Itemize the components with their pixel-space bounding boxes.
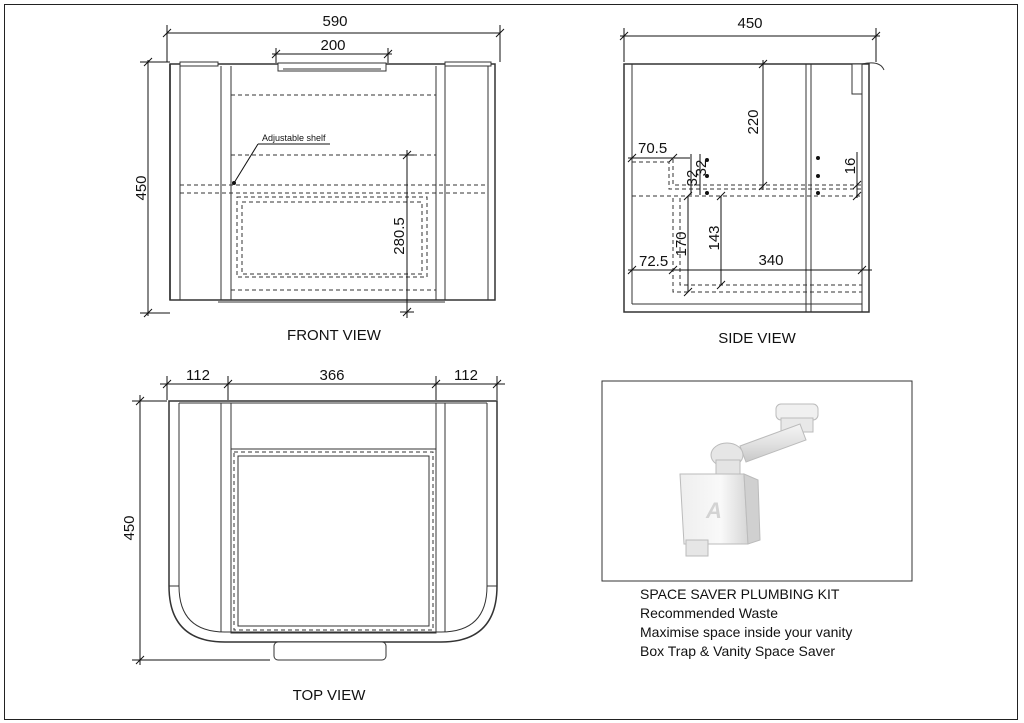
top-depth-dimension (132, 395, 270, 665)
handle-width-dimension (271, 48, 393, 63)
top-center-width-label: 366 (319, 367, 344, 384)
front-view (169, 61, 496, 303)
top-width-dimensions (160, 376, 505, 400)
side-view (623, 62, 885, 313)
lower-height-a-label: 170 (673, 231, 690, 256)
top-view-title: TOP VIEW (293, 687, 367, 704)
front-height-label: 450 (133, 175, 150, 200)
top-left-width-label: 112 (186, 367, 210, 384)
handle-width-label: 200 (320, 37, 345, 54)
front-height-dimension (140, 57, 170, 318)
top-right-width-label: 112 (454, 367, 478, 384)
top-drop-dimension (758, 59, 768, 191)
kit-line-2: Maximise space inside your vanity (640, 624, 852, 640)
shelf-offset-label: 16 (842, 158, 859, 175)
side-depth-dimension (619, 28, 881, 62)
notch-height-dimensions (690, 154, 701, 195)
top-drop-label: 220 (745, 109, 762, 134)
drawer-depth-label: 340 (758, 252, 783, 269)
svg-text:A: A (705, 498, 722, 523)
shelf-annotation: Adjustable shelf (262, 133, 326, 143)
side-depth-label: 450 (737, 15, 762, 32)
front-width-label: 590 (322, 13, 347, 30)
lower-height-b-label: 143 (706, 225, 723, 250)
top-depth-label: 450 (121, 515, 138, 540)
notch-width-dimension (627, 153, 690, 163)
bottom-offset-label: 72.5 (639, 253, 668, 270)
notch-height-b-label: 32 (693, 160, 710, 177)
shelf-offset-dimension (852, 152, 862, 201)
notch-height-a-label: 32 (684, 170, 701, 187)
shelf-leader (232, 143, 330, 185)
shelf-height-label: 280.5 (391, 217, 408, 255)
sheet-border (4, 4, 1018, 720)
kit-title: SPACE SAVER PLUMBING KIT (640, 586, 840, 602)
lower-height-dimensions (683, 191, 726, 297)
kit-line-1: Recommended Waste (640, 605, 778, 621)
front-width-dimension (162, 25, 505, 62)
top-view (168, 400, 498, 661)
shelf-height-dimension (400, 150, 414, 318)
kit-line-3: Box Trap & Vanity Space Saver (640, 643, 835, 659)
notch-width-label: 70.5 (638, 140, 667, 157)
plumbing-kit-illustration: A (679, 403, 819, 557)
front-view-title: FRONT VIEW (287, 327, 382, 344)
drawer-depth-dimension (673, 265, 872, 275)
side-view-title: SIDE VIEW (718, 330, 796, 347)
